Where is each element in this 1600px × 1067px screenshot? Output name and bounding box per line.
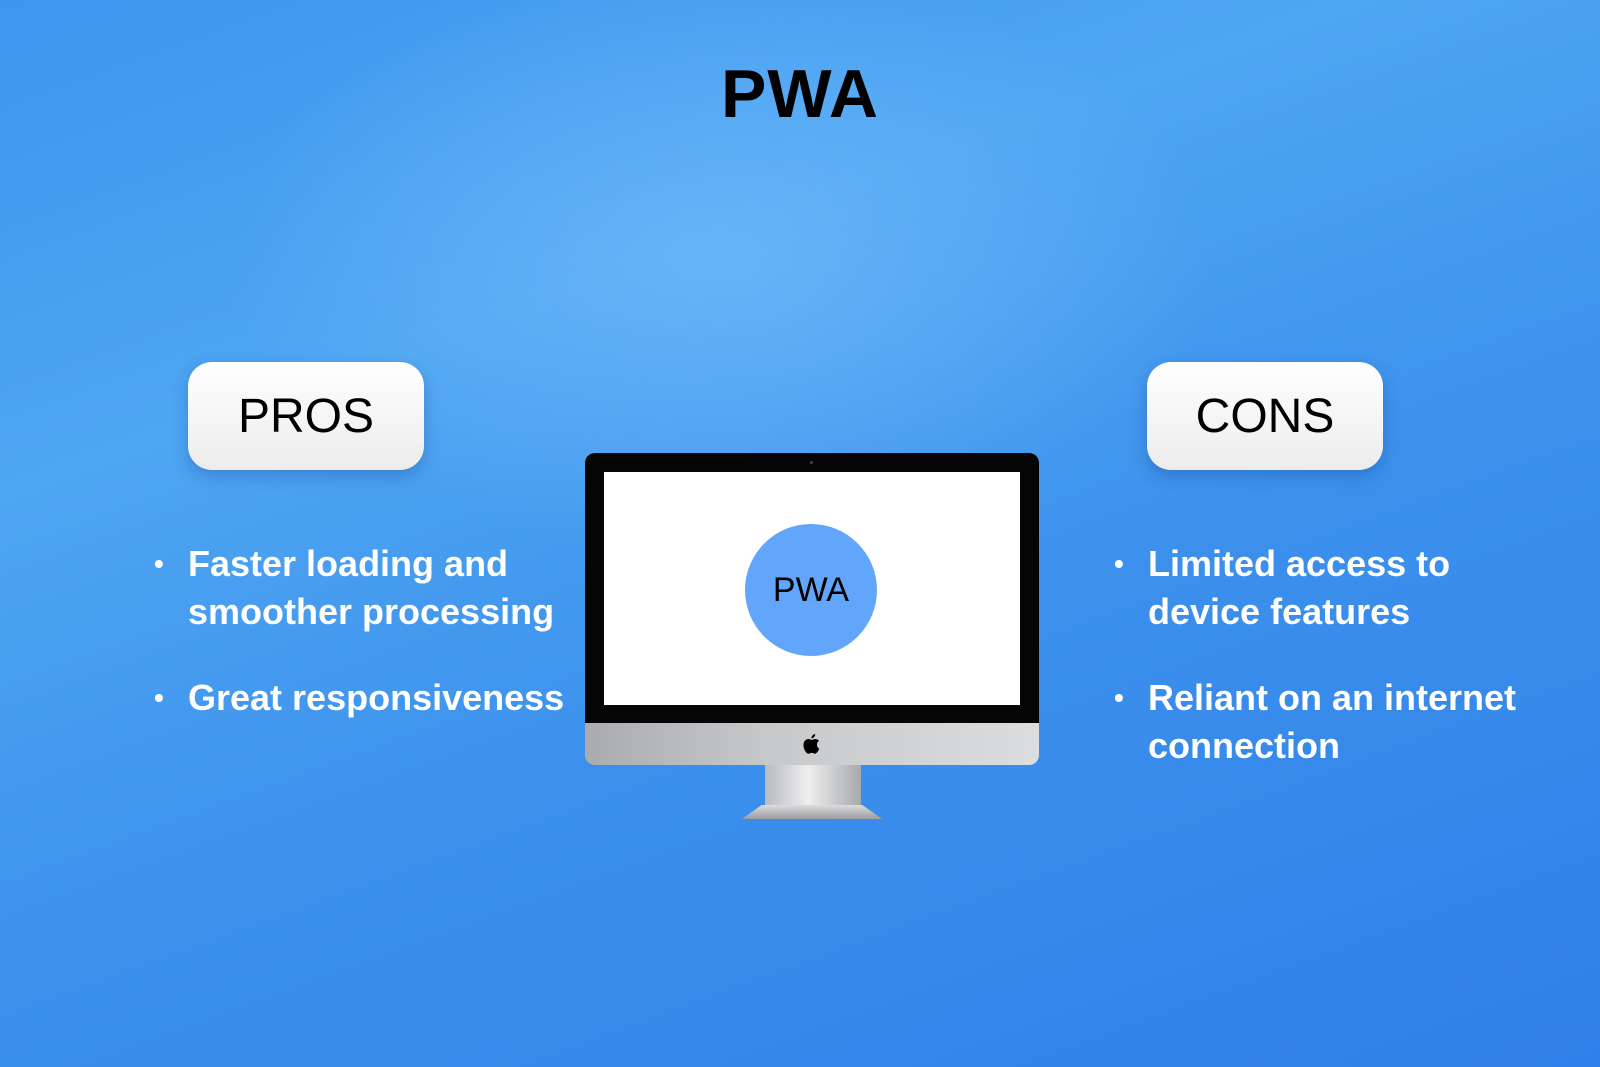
- cons-badge: CONS: [1147, 362, 1383, 470]
- pwa-circle-logo: PWA: [745, 524, 877, 656]
- pwa-circle-label: PWA: [772, 570, 850, 609]
- bullet-icon: •: [1114, 548, 1124, 579]
- pros-list-item: • Great responsiveness: [150, 674, 570, 722]
- bullet-icon: •: [1114, 682, 1124, 713]
- cons-list-item: • Limited access to device features: [1110, 540, 1530, 636]
- pros-item-text: Great responsiveness: [188, 677, 565, 718]
- bullet-icon: •: [154, 682, 164, 713]
- camera-icon: [810, 461, 813, 464]
- monitor-illustration: PWA: [585, 453, 1039, 827]
- monitor-stand-base: [742, 805, 882, 819]
- pros-list-item: • Faster loading and smoother processing: [150, 540, 570, 636]
- pros-badge: PROS: [188, 362, 424, 470]
- pros-list: • Faster loading and smoother processing…: [150, 540, 570, 760]
- monitor-bezel: PWA: [585, 453, 1039, 723]
- monitor-stand-neck: [765, 765, 861, 809]
- cons-list-item: • Reliant on an internet connection: [1110, 674, 1530, 770]
- cons-list: • Limited access to device features • Re…: [1110, 540, 1530, 808]
- cons-item-text: Reliant on an internet connection: [1148, 677, 1517, 766]
- bullet-icon: •: [154, 548, 164, 579]
- monitor-screen: PWA: [604, 472, 1020, 705]
- monitor-chin: [585, 723, 1039, 765]
- cons-item-text: Limited access to device features: [1148, 543, 1451, 632]
- apple-logo-icon: [803, 734, 820, 754]
- page-title: PWA: [721, 56, 879, 132]
- pros-item-text: Faster loading and smoother processing: [188, 543, 555, 632]
